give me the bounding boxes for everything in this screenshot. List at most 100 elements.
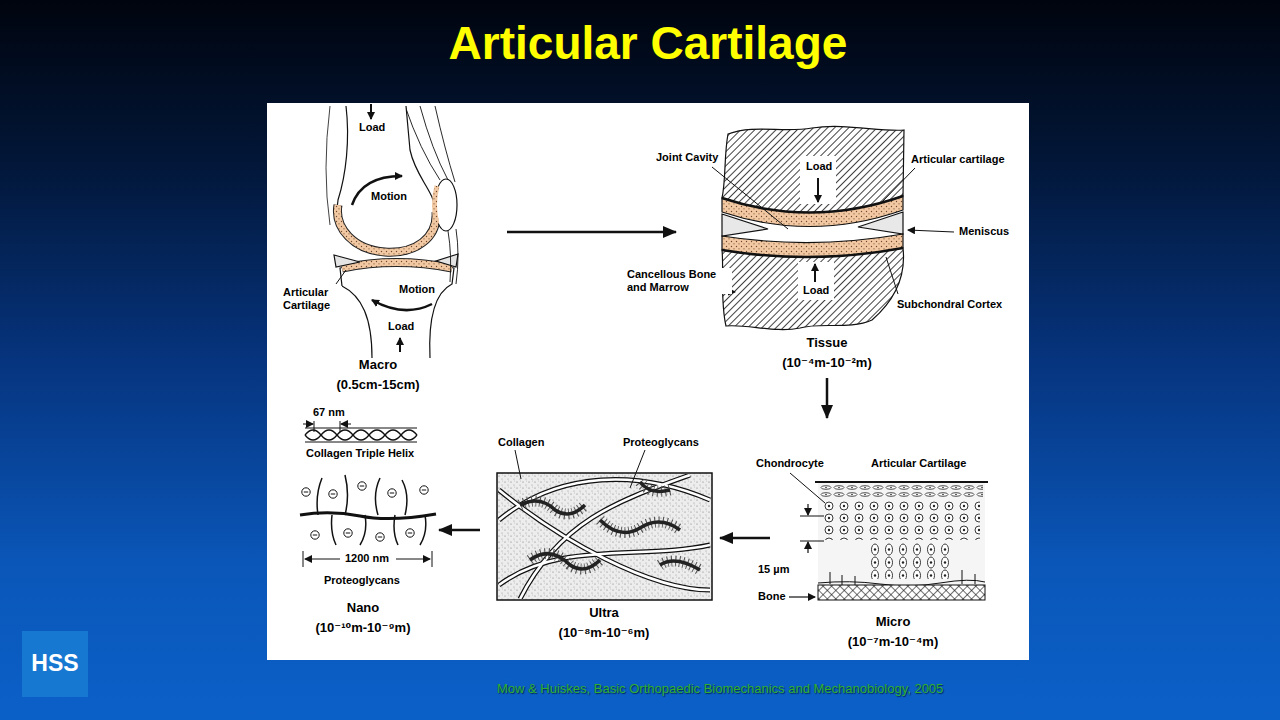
ultra-illustration xyxy=(515,450,645,488)
part-label: Cancellous Bone and Marrow xyxy=(626,268,732,294)
part-label: Collagen xyxy=(497,436,545,449)
ultra-illustration xyxy=(499,475,710,599)
tissue-illustration xyxy=(722,126,904,212)
part-label: Load xyxy=(805,160,833,173)
ultra-illustration xyxy=(520,482,700,570)
ultra-illustration xyxy=(600,520,680,533)
knee-illustration xyxy=(372,300,432,310)
ultra-illustration xyxy=(640,482,670,491)
tissue-illustration xyxy=(814,264,816,282)
ultra-illustration xyxy=(499,475,710,599)
nano-illustration xyxy=(304,486,426,537)
tissue-illustration xyxy=(908,230,954,232)
scale-panel: Nano (10⁻¹⁰m-10⁻⁹m) xyxy=(285,405,439,645)
part-label: Chondrocyte xyxy=(755,457,825,470)
scale-panel: Macro (0.5cm-15cm) xyxy=(280,108,507,396)
part-label: Load xyxy=(802,284,830,297)
part-label: Bone xyxy=(757,590,787,603)
nano-illustration xyxy=(305,430,417,440)
micro-illustration xyxy=(789,596,815,597)
tissue-illustration xyxy=(722,212,903,236)
micro-illustration xyxy=(790,473,825,503)
tissue-illustration xyxy=(712,167,915,294)
micro-illustration xyxy=(807,542,808,553)
micro-illustration xyxy=(818,585,985,600)
scale-caption: Nano (10⁻¹⁰m-10⁻⁹m) xyxy=(283,598,443,637)
knee-illustration xyxy=(340,262,454,358)
nano-illustration xyxy=(302,482,428,541)
part-label: Load xyxy=(358,121,386,134)
micro-illustration xyxy=(789,473,988,600)
part-label: 67 nm xyxy=(312,406,346,419)
micro-illustration xyxy=(800,516,824,541)
scale-caption: Ultra (10⁻⁸m-10⁻⁶m) xyxy=(524,603,684,642)
micro-illustration xyxy=(868,543,952,579)
nano-illustration xyxy=(305,430,417,440)
micro-illustration xyxy=(820,484,983,498)
flow-arrow xyxy=(826,378,829,418)
scale-caption: Macro (0.5cm-15cm) xyxy=(298,355,458,394)
knee-illustration xyxy=(336,270,346,284)
scale-caption: Micro (10⁻⁷m-10⁻⁴m) xyxy=(813,612,973,651)
ultra-illustration xyxy=(497,450,712,600)
ultra-illustration xyxy=(499,490,710,590)
part-label: Articular Cartilage xyxy=(282,286,342,312)
ultra-illustration xyxy=(660,561,700,570)
ultra-illustration xyxy=(600,520,680,533)
logo-box: HSS xyxy=(22,631,88,697)
part-label: Collagen Triple Helix xyxy=(305,447,415,460)
slide-title: Articular Cartilage xyxy=(140,16,1156,71)
part-label: Proteoglycans xyxy=(622,436,700,449)
part-label: 15 µm xyxy=(757,563,790,576)
nano-illustration xyxy=(303,551,432,567)
tissue-illustration xyxy=(722,248,903,257)
knee-illustration xyxy=(435,179,457,231)
tissue-illustration xyxy=(722,248,903,330)
knee-illustration xyxy=(337,205,436,252)
scale-panel: Micro (10⁻⁷m-10⁻⁴m) xyxy=(770,418,1010,653)
knee-illustration xyxy=(337,205,436,252)
ultra-illustration xyxy=(640,482,670,491)
part-label: Articular Cartilage xyxy=(870,457,967,470)
knee-illustration xyxy=(448,229,458,284)
part-label: Proteoglycans xyxy=(323,574,401,587)
knee-illustration xyxy=(337,106,436,252)
ultra-illustration xyxy=(520,501,585,514)
tissue-illustration xyxy=(798,262,834,300)
part-label: Articular cartilage xyxy=(910,153,1006,166)
micro-illustration xyxy=(807,504,808,515)
nano-illustration xyxy=(300,513,436,519)
part-label: Subchondral Cortex xyxy=(896,298,1003,311)
logo-text: HSS xyxy=(31,651,78,676)
ultra-illustration xyxy=(520,482,700,570)
nano-illustration xyxy=(303,424,313,425)
ultra-illustration xyxy=(499,490,710,590)
scale-panel: Ultra (10⁻⁸m-10⁻⁶m) xyxy=(480,440,720,650)
knee-illustration xyxy=(370,104,372,119)
micro-illustration xyxy=(822,500,980,540)
knee-illustration xyxy=(399,338,401,352)
flow-arrow xyxy=(507,231,676,234)
ultra-illustration xyxy=(520,501,585,514)
micro-illustration xyxy=(818,482,985,600)
ultra-illustration xyxy=(520,475,690,599)
nano-illustration xyxy=(300,421,436,567)
part-label: Meniscus xyxy=(958,225,1010,238)
knee-illustration xyxy=(326,106,330,225)
nano-illustration xyxy=(341,424,351,425)
micro-illustration xyxy=(815,481,988,483)
ultra-illustration xyxy=(499,475,710,599)
knee-illustration xyxy=(342,263,452,269)
tissue-illustration xyxy=(722,234,903,257)
ultra-illustration xyxy=(530,554,600,569)
part-label: Load xyxy=(387,320,415,333)
source-citation: Mow & Huiskes, Basic Orthopaedic Biomech… xyxy=(497,681,943,696)
nano-illustration xyxy=(396,559,430,560)
scale-caption: Tissue (10⁻⁴m-10⁻²m) xyxy=(747,333,907,372)
flow-arrow xyxy=(720,537,770,540)
tissue-illustration xyxy=(817,178,819,202)
micro-illustration xyxy=(830,570,975,585)
